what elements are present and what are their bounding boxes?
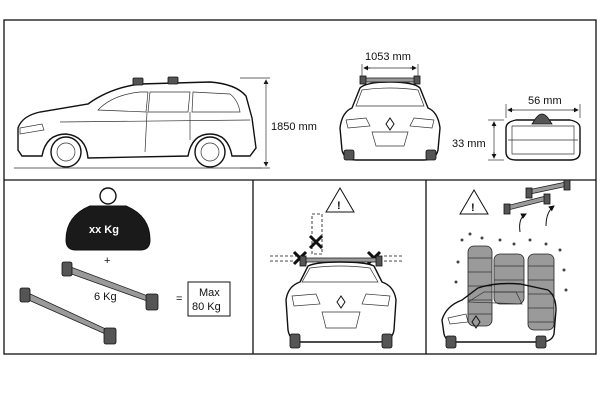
plus-sign: + [104, 255, 110, 267]
car-side-view [14, 76, 262, 169]
brand-logo [385, 117, 395, 131]
height-label: 1850 mm [271, 121, 317, 133]
bar-profile-view [505, 113, 581, 161]
brush-middle [493, 253, 525, 305]
warning-symbol: ! [471, 202, 475, 214]
profile-height-label: 33 mm [452, 138, 486, 150]
car-wash-brushes [454, 232, 568, 331]
brush-left [467, 245, 493, 327]
profile-dimensions: 56 mm 33 mm [452, 95, 581, 161]
car-front-with-bars [285, 255, 397, 349]
roof-bars-pair [19, 261, 159, 345]
weight-bag-icon: xx Kg [65, 187, 151, 251]
height-dimension: 1850 mm [240, 77, 317, 169]
water-drops [454, 232, 568, 292]
width-label: 1053 mm [365, 51, 411, 63]
bag-weight-label: xx Kg [89, 224, 119, 236]
equals-sign: = [176, 293, 182, 305]
warning-triangle-height: ! [325, 187, 355, 213]
cross-mark-top [308, 234, 324, 250]
max-label-line2: 80 Kg [192, 301, 221, 313]
width-dimension: 1053 mm [361, 51, 419, 76]
brush-right [527, 253, 555, 331]
bars-weight-label: 6 Kg [94, 291, 117, 303]
car-front-view [339, 75, 441, 161]
warning-symbol: ! [337, 200, 341, 212]
profile-width-label: 56 mm [528, 95, 562, 107]
warning-triangle-carwash: ! [459, 189, 489, 215]
removed-bars-icon [503, 179, 571, 233]
car-in-wash [441, 282, 557, 349]
max-label-line1: Max [199, 287, 220, 299]
max-load-box: Max 80 Kg [187, 281, 231, 317]
sheet-frame [3, 19, 597, 355]
